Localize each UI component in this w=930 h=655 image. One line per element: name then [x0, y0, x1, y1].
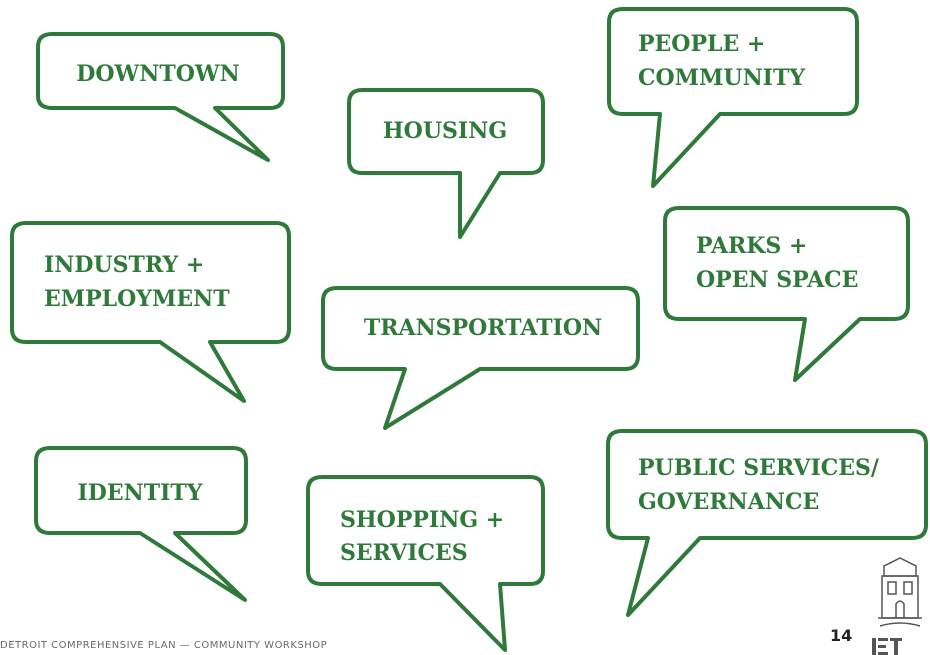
bubble-shape-people-community	[607, 7, 859, 188]
bubble-label-industry-employment-line1: INDUSTRY +	[44, 252, 204, 278]
bubble-label-transportation: TRANSPORTATION	[364, 315, 602, 341]
page-number: 14	[830, 626, 853, 645]
bubble-label-public-services-line1: PUBLIC SERVICES/	[638, 455, 880, 481]
bubble-label-people-community-line1: PEOPLE +	[638, 31, 765, 57]
bubble-shape-downtown	[36, 32, 285, 162]
bubble-shape-identity	[34, 446, 248, 602]
bubble-label-parks-open-space-line2: OPEN SPACE	[696, 267, 858, 293]
bubble-label-shopping-services-line2: SERVICES	[340, 540, 468, 566]
bubble-label-parks-open-space-line1: PARKS +	[696, 233, 807, 259]
bubble-shape-shopping-services	[306, 475, 545, 652]
bubble-label-identity: IDENTITY	[78, 480, 203, 506]
bubble-label-industry-employment-line2: EMPLOYMENT	[44, 286, 230, 312]
bubble-shape-transportation	[321, 286, 640, 430]
bubble-shape-public-services-governance	[606, 429, 928, 617]
bubble-shape-industry-employment	[10, 221, 291, 403]
bubble-label-downtown: DOWNTOWN	[76, 61, 239, 87]
detroit-seal-logo-icon	[872, 557, 922, 655]
bubble-label-shopping-services-line1: SHOPPING +	[340, 507, 504, 533]
footer-caption: DETROIT COMPREHENSIVE PLAN — COMMUNITY W…	[0, 640, 328, 651]
bubble-label-public-services-line2: GOVERNANCE	[638, 489, 819, 515]
bubble-shape-housing	[347, 88, 545, 239]
bubble-shape-parks-open-space	[663, 206, 910, 382]
bubble-label-housing: HOUSING	[383, 118, 507, 144]
bubble-label-people-community-line2: COMMUNITY	[638, 65, 805, 91]
